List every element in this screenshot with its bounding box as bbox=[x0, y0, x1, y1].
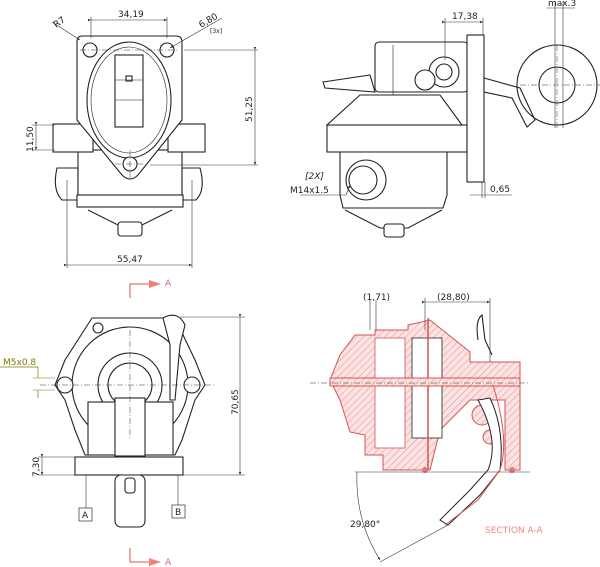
dim-height-holes: 51,25 bbox=[245, 96, 255, 122]
section-arrow-bottom: A bbox=[129, 548, 172, 567]
datum-a-box bbox=[78, 507, 93, 522]
section-view: (1,71) (28,80) 29,80° SECTION A-A bbox=[310, 293, 544, 563]
dim-width-top: 34,19 bbox=[118, 10, 144, 20]
section-title: SECTION A-A bbox=[485, 526, 544, 536]
dim-large: (28,80) bbox=[437, 293, 470, 303]
dim-offset: 17,38 bbox=[452, 12, 478, 22]
hole-count: [3x] bbox=[210, 28, 222, 35]
dim-height: 70,65 bbox=[231, 389, 241, 415]
dim-small: (1,71) bbox=[363, 293, 390, 303]
dim-max: max.3 bbox=[548, 0, 576, 9]
bottom-view: A B M5x0.8 70,65 7,30 A A bbox=[0, 279, 245, 567]
dim-body-width: 55,47 bbox=[117, 255, 143, 265]
section-arrow-top: A bbox=[129, 279, 172, 298]
thread-callout: M5x0.8 bbox=[3, 358, 36, 368]
dim-angle: 29,80° bbox=[350, 520, 380, 530]
dim-radius: R7 bbox=[52, 15, 68, 30]
thread-port: M14x1.5 bbox=[290, 186, 329, 196]
dim-base-thickness: 7,30 bbox=[32, 457, 42, 477]
dim-gap: 0,65 bbox=[490, 185, 510, 195]
dim-flange-thickness: 11,50 bbox=[26, 126, 36, 152]
front-view: 34,19 R7 6,80 [3x] 51,25 11,50 55,47 bbox=[26, 10, 258, 268]
section-arrow-label: A bbox=[165, 279, 172, 289]
side-view: 17,38 max.3 [2X] M14x1.5 0,65 bbox=[290, 0, 600, 238]
datum-a: A bbox=[82, 511, 89, 521]
section-arrow-label: A bbox=[165, 558, 172, 567]
port-count: [2X] bbox=[305, 172, 324, 182]
datum-b: B bbox=[175, 508, 181, 518]
datum-b-box bbox=[171, 504, 186, 519]
